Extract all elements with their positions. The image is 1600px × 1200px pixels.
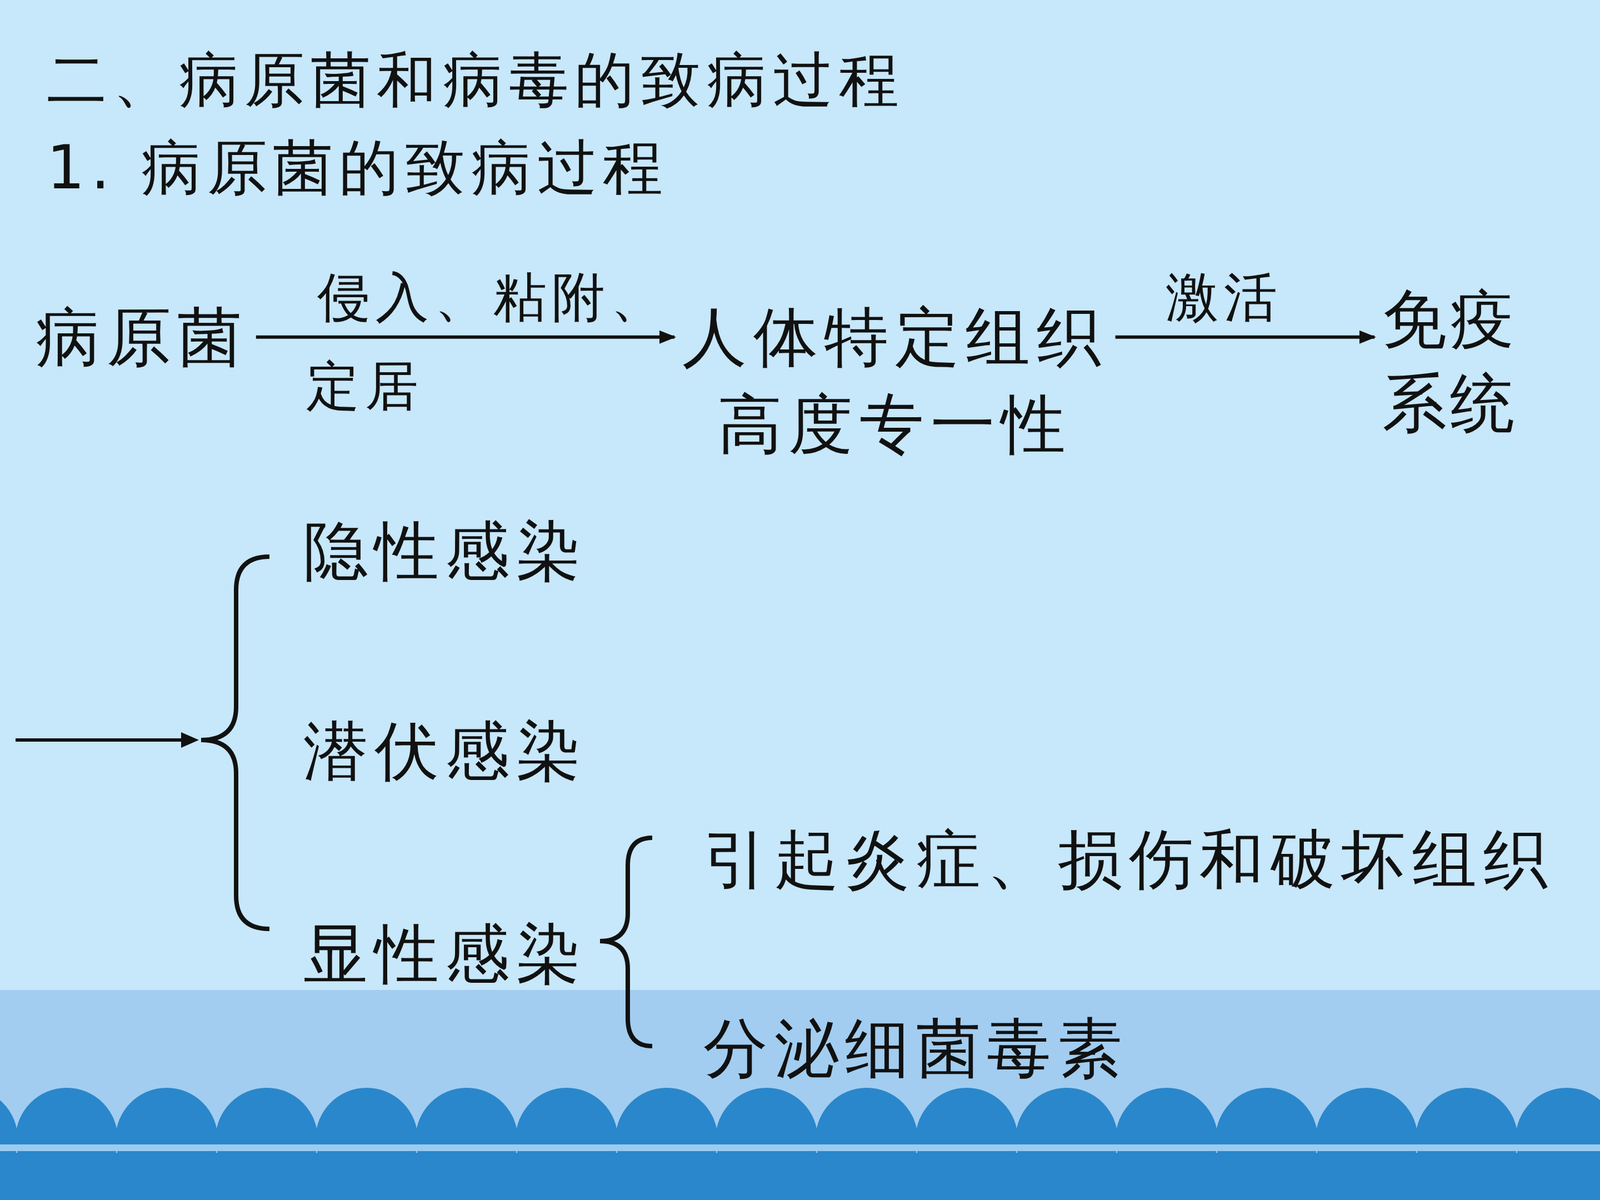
arrow-connector bbox=[256, 335, 675, 339]
node-text: 高度专一性 bbox=[717, 387, 1073, 462]
node-text: 潜伏感染 bbox=[303, 713, 587, 788]
text-node: 显性感染 bbox=[303, 916, 587, 991]
wave bbox=[661, 1152, 773, 1200]
node-text: 分泌细菌毒素 bbox=[703, 1011, 1129, 1085]
title: 二、病原菌和病毒的致病过程 bbox=[46, 45, 905, 115]
node-text: 隐性感染 bbox=[303, 513, 587, 588]
subtitle: 1. 病原菌的致病过程 bbox=[46, 133, 669, 203]
node-text: 免疫系统 bbox=[1382, 277, 1527, 446]
wave bbox=[361, 1152, 473, 1200]
waves bbox=[0, 1087, 1600, 1200]
input-arrow bbox=[15, 738, 189, 742]
wave bbox=[961, 1152, 1073, 1200]
wave bbox=[1561, 1152, 1600, 1200]
text-node: 引起炎症、损伤和破坏组织 bbox=[703, 822, 1554, 897]
wave-line bbox=[0, 1144, 1600, 1152]
brace bbox=[600, 837, 653, 1047]
text-node: 隐性感染 bbox=[303, 513, 587, 588]
text-node: 免疫系统 bbox=[1382, 277, 1527, 446]
wave bbox=[1161, 1152, 1273, 1200]
text-node: 分泌细菌毒素 bbox=[703, 1011, 1129, 1085]
text-node: 人体特定组织高度专一性 bbox=[682, 300, 1108, 462]
edge-label: 激活 bbox=[1165, 266, 1283, 328]
wave bbox=[1261, 1152, 1373, 1200]
wave bbox=[461, 1152, 573, 1200]
edge-label: 侵入、粘附、 bbox=[317, 266, 670, 328]
wave bbox=[1061, 1152, 1173, 1200]
wave bbox=[1461, 1152, 1573, 1200]
wave bbox=[861, 1152, 973, 1200]
wave bbox=[0, 1152, 73, 1200]
wave bbox=[561, 1152, 673, 1200]
node-text: 人体特定组织 bbox=[682, 300, 1108, 374]
wave bbox=[161, 1152, 273, 1200]
text-node: 病原菌 bbox=[35, 300, 249, 374]
text-node: 潜伏感染 bbox=[303, 713, 587, 788]
arrow-head bbox=[181, 732, 199, 748]
wave bbox=[1361, 1152, 1473, 1200]
node-text: 显性感染 bbox=[303, 916, 587, 991]
wave bbox=[261, 1152, 373, 1200]
wave bbox=[61, 1152, 173, 1200]
arrow-connector bbox=[1115, 335, 1375, 339]
edge-label: 定居 bbox=[306, 355, 424, 417]
wave bbox=[761, 1152, 873, 1200]
brace bbox=[201, 556, 270, 929]
node-text: 病原菌 bbox=[35, 300, 249, 374]
node-text: 引起炎症、损伤和破坏组织 bbox=[703, 822, 1554, 897]
